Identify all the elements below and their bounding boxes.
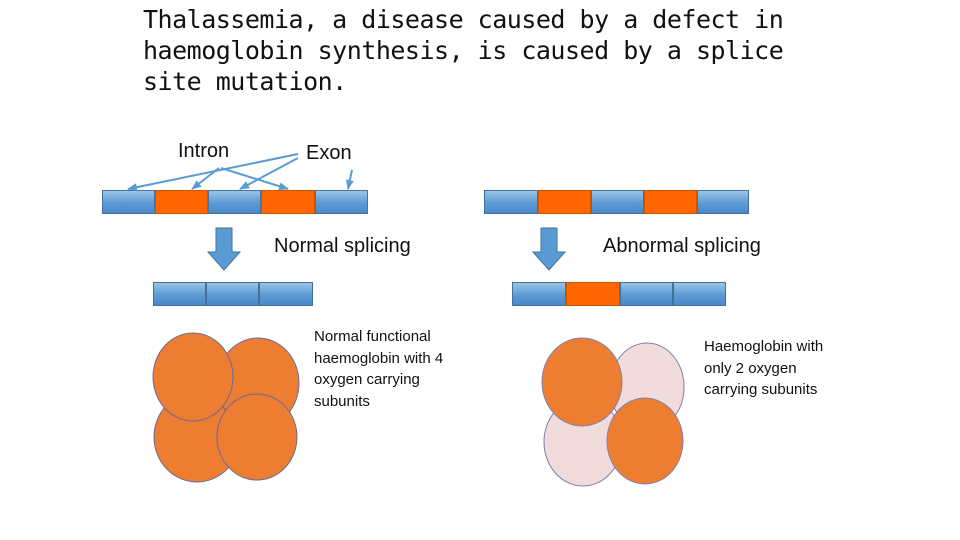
- exon-segment: [512, 282, 566, 306]
- exon-segment: [206, 282, 259, 306]
- normal-splicing-label: Normal splicing: [274, 235, 411, 257]
- intron-segment: [155, 190, 208, 214]
- active-subunit: [216, 393, 298, 481]
- exon-segment: [673, 282, 726, 306]
- intron-segment: [566, 282, 620, 306]
- exon-segment: [259, 282, 313, 306]
- label-pointer-lines: [127, 153, 354, 192]
- intron-segment: [644, 190, 697, 214]
- active-subunit: [541, 337, 623, 427]
- exon-segment: [591, 190, 644, 214]
- exon-label: Exon: [306, 142, 352, 164]
- down-arrow-icon: [206, 227, 242, 271]
- slide-title: Thalassemia, a disease caused by a defec…: [143, 5, 784, 96]
- intron-segment: [261, 190, 315, 214]
- intron-segment: [538, 190, 591, 214]
- exon-segment: [208, 190, 261, 214]
- exon-segment: [102, 190, 155, 214]
- intron-label: Intron: [178, 140, 230, 162]
- exon-segment: [153, 282, 206, 306]
- active-subunit: [606, 397, 684, 485]
- normal-haemoglobin-caption: Normal functional haemoglobin with 4 oxy…: [314, 328, 444, 410]
- intron-pointer-arrow: [220, 167, 289, 191]
- exon-segment: [697, 190, 749, 214]
- haemoglobin-normal: [152, 332, 300, 483]
- exon-pointer-arrow: [345, 169, 354, 190]
- haemoglobin-abnormal: [541, 337, 685, 487]
- exon-pointer-arrow: [239, 157, 299, 190]
- exon-segment: [620, 282, 673, 306]
- abnormal-splicing-label: Abnormal splicing: [603, 235, 761, 257]
- exon-segment: [484, 190, 538, 214]
- abnormal-haemoglobin-caption: Haemoglobin with only 2 oxygen carrying …: [704, 338, 824, 398]
- intron-pointer-arrow: [191, 167, 220, 190]
- active-subunit: [152, 332, 234, 422]
- exon-segment: [315, 190, 368, 214]
- down-arrow-icon: [531, 227, 567, 271]
